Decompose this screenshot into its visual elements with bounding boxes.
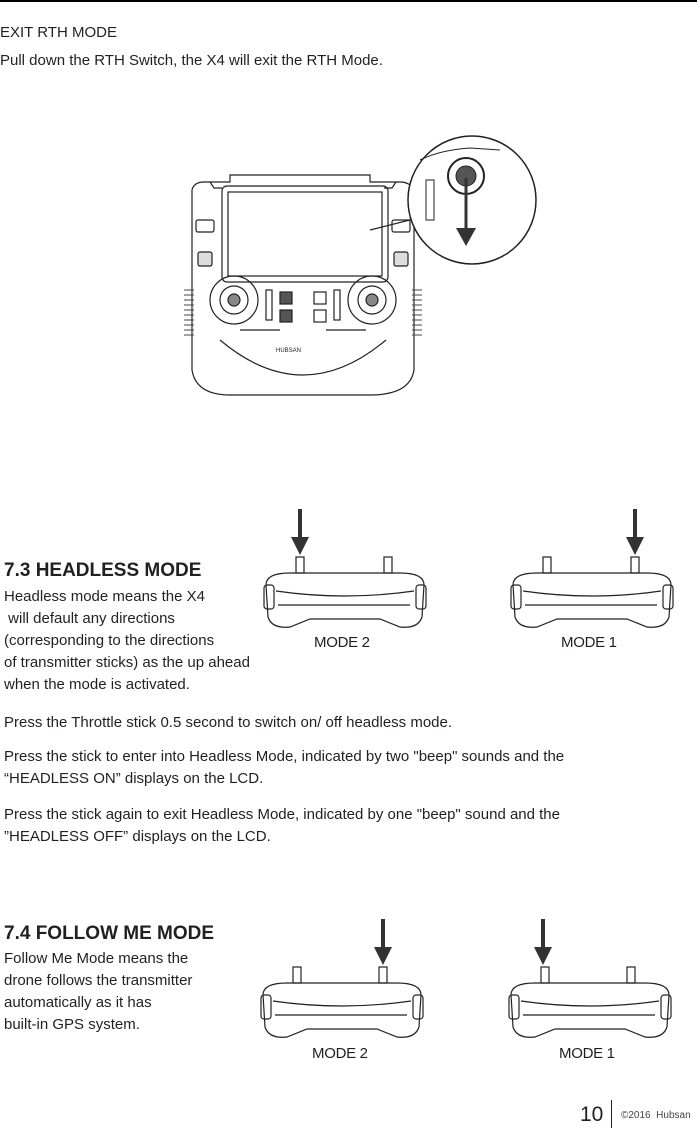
headless-intro-line: of transmitter sticks) as the up ahead — [4, 654, 250, 671]
headless-intro-line: will default any directions — [4, 610, 175, 627]
svg-text:HUBSAN: HUBSAN — [276, 348, 301, 354]
headless-para2-line: “HEADLESS ON” displays on the LCD. — [4, 770, 264, 787]
headless-intro-line: when the mode is activated. — [4, 676, 190, 693]
exit-rth-heading: EXIT RTH MODE — [0, 24, 117, 41]
follow-me-intro-line: built-in GPS system. — [4, 1016, 140, 1033]
follow-me-mode1-label: MODE 1 — [559, 1045, 615, 1062]
headless-para3: Press the stick again to exit Headless M… — [4, 804, 560, 848]
follow-me-mode2-label: MODE 2 — [312, 1045, 368, 1062]
headless-intro-line: Headless mode means the X4 — [4, 588, 205, 605]
exit-rth-text: Pull down the RTH Switch, the X4 will ex… — [0, 52, 383, 69]
follow-me-heading: 7.4 FOLLOW ME MODE — [4, 923, 215, 944]
headless-mode2-label: MODE 2 — [314, 634, 370, 651]
follow-me-intro-line: automatically as it has — [4, 994, 152, 1011]
follow-me-intro-line: drone follows the transmitter — [4, 972, 193, 989]
top-rule — [0, 0, 697, 2]
follow-me-controller-mode2 — [260, 919, 424, 1038]
headless-para3-line: Press the stick again to exit Headless M… — [4, 806, 560, 823]
transmitter-illustration: HUBSAN — [184, 135, 537, 396]
page-number: 10 — [580, 1103, 604, 1126]
headless-para2: Press the stick to enter into Headless M… — [4, 746, 564, 790]
headless-controller-mode1 — [510, 509, 674, 628]
copyright: ©2016 Hubsan — [621, 1110, 691, 1121]
headless-mode1-label: MODE 1 — [561, 634, 617, 651]
headless-para3-line: ”HEADLESS OFF” displays on the LCD. — [4, 828, 271, 845]
headless-controller-mode2 — [263, 509, 427, 628]
follow-me-controller-mode1 — [508, 919, 672, 1038]
footer-divider — [611, 1100, 612, 1128]
follow-me-intro: Follow Me Mode means the drone follows t… — [4, 948, 192, 1036]
headless-intro: Headless mode means the X4 will default … — [4, 586, 250, 696]
headless-para1: Press the Throttle stick 0.5 second to s… — [4, 714, 453, 731]
follow-me-intro-line: Follow Me Mode means the — [4, 950, 189, 967]
headless-intro-line: (corresponding to the directions — [4, 632, 215, 649]
headless-para2-line: Press the stick to enter into Headless M… — [4, 748, 565, 765]
headless-heading: 7.3 HEADLESS MODE — [4, 560, 202, 581]
